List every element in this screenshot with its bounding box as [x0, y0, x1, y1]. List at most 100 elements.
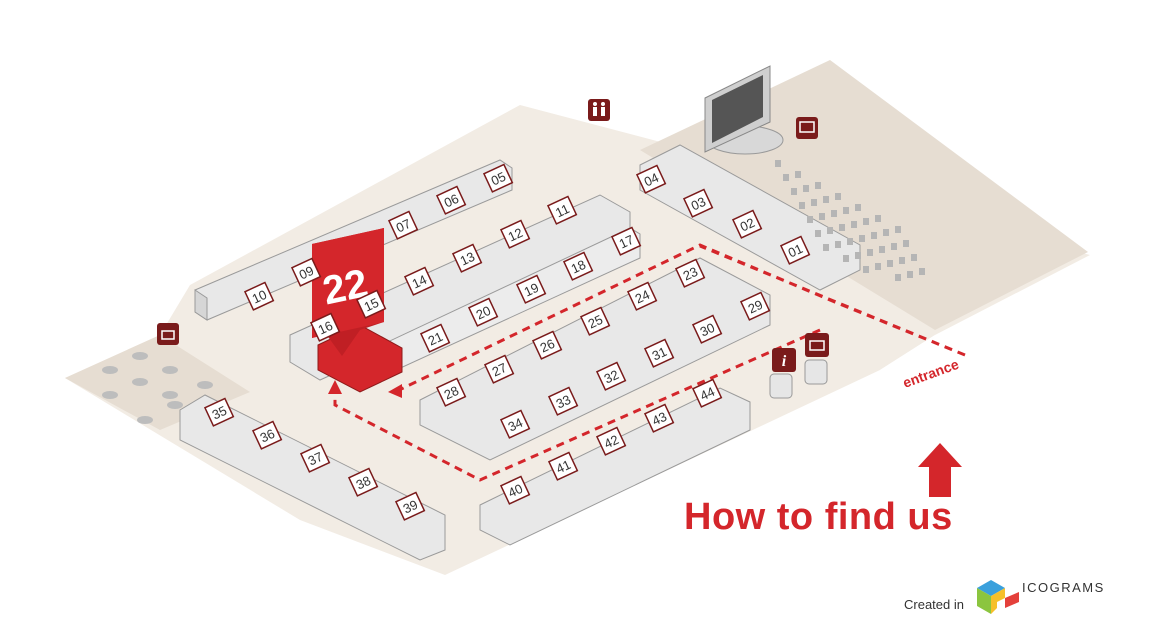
cafe-tables — [102, 352, 213, 424]
booth-05: 05 — [482, 163, 514, 193]
booth-24: 24 — [626, 281, 658, 311]
booth-number: 42 — [602, 432, 621, 452]
chair — [875, 263, 881, 270]
restroom-icon — [588, 99, 610, 121]
booth-17: 17 — [610, 226, 642, 256]
booth-number: 37 — [306, 449, 325, 469]
chair — [819, 213, 825, 220]
cafe-table — [137, 416, 153, 424]
chair — [879, 246, 885, 253]
ticket-icon — [805, 333, 829, 357]
chair — [891, 243, 897, 250]
booth-11: 11 — [546, 195, 578, 225]
booth-number: 33 — [554, 392, 573, 412]
booth-number: 25 — [586, 312, 605, 332]
info-counters — [769, 359, 828, 399]
screen-icon — [704, 65, 784, 155]
chair — [823, 244, 829, 251]
booth-number: 09 — [297, 263, 316, 283]
chair — [831, 210, 837, 217]
chair — [859, 235, 865, 242]
audience-chairs — [775, 160, 925, 281]
booth-41: 41 — [547, 451, 579, 481]
chair — [911, 254, 917, 261]
booth-12: 12 — [499, 219, 531, 249]
chair — [863, 266, 869, 273]
booth-39: 39 — [394, 491, 426, 521]
booth-38: 38 — [347, 467, 379, 497]
chair — [807, 216, 813, 223]
booth-13: 13 — [451, 243, 483, 273]
booth-01: 01 — [779, 235, 811, 265]
chair — [839, 224, 845, 231]
booth-34: 34 — [499, 409, 531, 439]
booth-number: 23 — [681, 264, 700, 284]
chair — [803, 185, 809, 192]
chair — [791, 188, 797, 195]
cafe-table — [167, 401, 183, 409]
booth-number: 14 — [410, 272, 429, 292]
chair — [871, 232, 877, 239]
booth-15: 15 — [355, 289, 387, 319]
screen-sign-icon — [796, 117, 818, 139]
booth-number: 43 — [650, 409, 669, 429]
booth-19: 19 — [515, 274, 547, 304]
chair — [823, 196, 829, 203]
booth-14: 14 — [403, 266, 435, 296]
chair — [827, 227, 833, 234]
booth-16: 16 — [309, 312, 341, 342]
chair — [855, 204, 861, 211]
booth-number: 36 — [258, 426, 277, 446]
booth-29: 29 — [739, 291, 771, 321]
booth-26: 26 — [531, 330, 563, 360]
chair — [919, 268, 925, 275]
chair — [795, 171, 801, 178]
route-path-lower — [333, 328, 821, 482]
booth-number: 29 — [746, 297, 765, 317]
booth-number: 12 — [506, 225, 525, 245]
booth-36: 36 — [251, 420, 283, 450]
booth-number: 03 — [689, 194, 708, 214]
booth-04: 04 — [635, 164, 667, 194]
chair — [863, 218, 869, 225]
cafe-table — [162, 391, 178, 399]
booth-20: 20 — [467, 297, 499, 327]
cafe-table — [102, 366, 118, 374]
booth-40: 40 — [499, 475, 531, 505]
booth-number: 05 — [489, 169, 508, 189]
booth-number: 16 — [316, 318, 335, 338]
booth-number: 41 — [554, 457, 573, 477]
booth-number: 35 — [210, 403, 229, 423]
booth-labels: 0102030405060709101112131415161718192021… — [203, 163, 811, 521]
route-arrowhead — [388, 384, 402, 398]
chair — [835, 241, 841, 248]
booth-27: 27 — [483, 354, 515, 384]
booth-number: 31 — [650, 344, 669, 364]
booth-02: 02 — [731, 209, 763, 239]
chair — [843, 255, 849, 262]
booth-number: 18 — [569, 257, 588, 277]
chair — [867, 249, 873, 256]
booth-number: 01 — [786, 241, 805, 261]
booth-number: 30 — [698, 320, 717, 340]
chair — [907, 271, 913, 278]
booth-number: 04 — [642, 170, 661, 190]
chair — [895, 274, 901, 281]
booth-number: 27 — [490, 360, 509, 380]
booth-number: 10 — [250, 287, 269, 307]
cafe-icon — [157, 323, 179, 345]
booth-37: 37 — [299, 443, 331, 473]
booth-18: 18 — [562, 251, 594, 281]
booth-number: 11 — [553, 201, 572, 220]
cafe-table — [162, 366, 178, 374]
chair — [899, 257, 905, 264]
booth-number: 38 — [354, 473, 373, 493]
booth-number: 28 — [442, 383, 461, 403]
chair — [883, 229, 889, 236]
chair — [855, 252, 861, 259]
headline: How to find us — [684, 496, 953, 538]
booth-number: 17 — [617, 232, 636, 252]
info-icon: i — [772, 348, 796, 372]
chair — [895, 226, 901, 233]
